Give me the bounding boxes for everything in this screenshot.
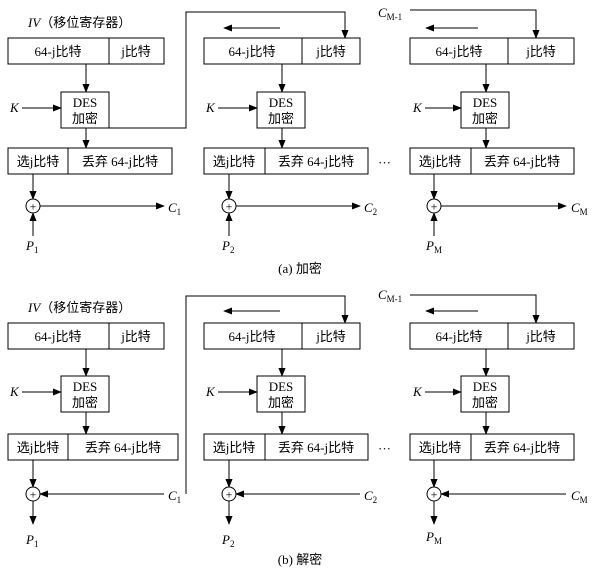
register-right-label: j比特 — [120, 329, 151, 344]
des-encrypt-box — [460, 91, 510, 129]
c-prev-label: CM-1 — [378, 287, 402, 304]
key-label: K — [205, 100, 216, 115]
plaintext-label: PM — [425, 529, 442, 546]
register-left-label: 64-j比特 — [35, 329, 82, 344]
discard-label: 丢弃 64-j比特 — [278, 154, 354, 169]
decryption-diagram: IV（移位寄存器） CM-1 64-j比特 j比特 DES 加密 K 选j比特 … — [7, 287, 588, 567]
ciphertext-label: C1 — [168, 488, 181, 505]
register-right-label: j比特 — [315, 44, 346, 59]
select-j-label: 选j比特 — [213, 154, 256, 169]
output-block — [7, 433, 179, 461]
register-right-label: j比特 — [525, 44, 556, 59]
svg-text:+: + — [431, 200, 438, 214]
iv-label: IV（移位寄存器） — [27, 300, 131, 315]
enc-stage-m: 64-j比特 j比特 DES 加密 K 选j比特 丢弃 64-j比特 + PM … — [409, 37, 588, 255]
ellipsis: ··· — [378, 441, 391, 456]
ciphertext-label: C2 — [364, 488, 377, 505]
ellipsis: ··· — [378, 155, 391, 170]
shift-register — [7, 37, 165, 65]
output-block — [203, 147, 369, 175]
register-left-label: 64-j比特 — [436, 329, 483, 344]
output-block — [7, 147, 173, 175]
feedback-line — [185, 295, 349, 494]
shift-register — [203, 322, 361, 350]
plaintext-label: P1 — [25, 238, 38, 255]
ciphertext-label: CM — [571, 488, 588, 505]
key-label: K — [205, 384, 216, 399]
des-label: DES — [73, 95, 98, 110]
register-left-label: 64-j比特 — [35, 44, 82, 59]
ciphertext-label: C1 — [168, 200, 181, 217]
plaintext-label: P2 — [221, 532, 234, 549]
des-label: DES — [73, 379, 98, 394]
output-block — [409, 147, 575, 175]
discard-label: 丢弃 64-j比特 — [484, 440, 560, 455]
ciphertext-label: C2 — [364, 200, 377, 217]
select-j-label: 选j比特 — [419, 440, 462, 455]
discard-label: 丢弃 64-j比特 — [278, 440, 354, 455]
key-label: K — [9, 100, 20, 115]
encrypt-label: 加密 — [268, 111, 294, 126]
select-j-label: 选j比特 — [17, 154, 60, 169]
output-block — [203, 433, 369, 461]
register-left-label: 64-j比特 — [229, 329, 276, 344]
shift-register — [203, 37, 361, 65]
shift-register — [409, 322, 575, 350]
encrypt-label: 加密 — [72, 395, 98, 410]
discard-label: 丢弃 64-j比特 — [484, 154, 560, 169]
des-label: DES — [269, 95, 294, 110]
key-label: K — [412, 100, 423, 115]
svg-text:+: + — [30, 488, 37, 502]
discard-label: 丢弃 64-j比特 — [85, 440, 161, 455]
dec-stage-m: 64-j比特 j比特 DES 加密 K 选j比特 丢弃 64-j比特 + PM … — [409, 322, 588, 546]
register-left-label: 64-j比特 — [229, 44, 276, 59]
output-block — [409, 433, 575, 461]
dec-stage-2: 64-j比特 j比特 DES 加密 K 选j比特 丢弃 64-j比特 + P2 … — [203, 322, 377, 549]
encrypt-label: 加密 — [472, 395, 498, 410]
feedback-line — [109, 11, 349, 129]
encrypt-label: 加密 — [268, 395, 294, 410]
des-encrypt-box — [60, 91, 110, 129]
shift-register — [7, 322, 165, 350]
select-j-label: 选j比特 — [17, 440, 60, 455]
svg-text:+: + — [30, 200, 37, 214]
c-prev-label: CM-1 — [378, 5, 402, 22]
svg-text:+: + — [226, 488, 233, 502]
des-label: DES — [473, 95, 498, 110]
des-label: DES — [269, 379, 294, 394]
plaintext-label: P1 — [25, 532, 38, 549]
svg-text:+: + — [226, 200, 233, 214]
register-right-label: j比特 — [315, 329, 346, 344]
des-label: DES — [473, 379, 498, 394]
encryption-diagram: IV（移位寄存器） CM-1 64-j比特 j比特 DES 加密 K 选j比特 … — [7, 5, 588, 276]
svg-text:+: + — [431, 488, 438, 502]
feedback-line — [410, 9, 540, 39]
des-encrypt-box — [460, 375, 510, 413]
select-j-label: 选j比特 — [213, 440, 256, 455]
caption-decrypt: (b) 解密 — [278, 552, 322, 567]
feedback-line — [410, 294, 540, 324]
encrypt-label: 加密 — [472, 111, 498, 126]
key-label: K — [412, 384, 423, 399]
plaintext-label: PM — [425, 238, 442, 255]
select-j-label: 选j比特 — [419, 154, 462, 169]
plaintext-label: P2 — [221, 238, 234, 255]
discard-label: 丢弃 64-j比特 — [82, 154, 158, 169]
ciphertext-label: CM — [571, 200, 588, 217]
enc-stage-1: 64-j比特 j比特 DES 加密 K 选j比特 丢弃 64-j比特 + P1 … — [7, 37, 181, 255]
register-right-label: j比特 — [525, 329, 556, 344]
key-label: K — [9, 384, 20, 399]
register-left-label: 64-j比特 — [436, 44, 483, 59]
iv-label: IV（移位寄存器） — [27, 15, 131, 30]
caption-encrypt: (a) 加密 — [278, 261, 322, 276]
shift-register — [409, 37, 575, 65]
encrypt-label: 加密 — [72, 111, 98, 126]
dec-stage-1: 64-j比特 j比特 DES 加密 K 选j比特 丢弃 64-j比特 + P1 … — [7, 322, 181, 549]
enc-stage-2: 64-j比特 j比特 DES 加密 K 选j比特 丢弃 64-j比特 + P2 … — [203, 37, 377, 255]
register-right-label: j比特 — [120, 44, 151, 59]
